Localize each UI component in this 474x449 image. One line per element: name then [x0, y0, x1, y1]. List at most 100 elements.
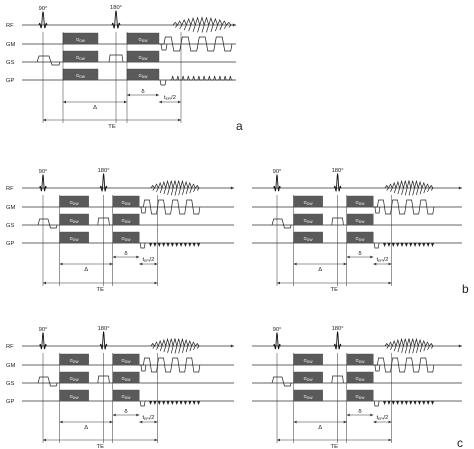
delta-arrow-head-left [63, 100, 66, 104]
phase-blip [413, 243, 417, 247]
te-arrow-head-left [43, 281, 46, 285]
pulse-180-label: 180° [98, 168, 110, 174]
tepi-arrow-head-left [373, 262, 377, 266]
delta-label: Δ [318, 425, 322, 431]
te-arrow-head-right [388, 281, 392, 285]
gp-prephaser [373, 400, 380, 407]
small-delta-arrow-head-right [370, 255, 374, 259]
phase-blip [426, 243, 430, 247]
rf-pulse-180 [333, 330, 342, 350]
pulse-90-label: 90° [39, 169, 48, 175]
gm-readout [373, 199, 435, 215]
phase-blip [148, 401, 153, 405]
sequence: RFGMGSGP90°180°GDWGDWGDWGDWGDWGDWΔδtEPI/… [6, 168, 234, 293]
gs-diffusion-block-label: GDW [304, 376, 314, 382]
rf-pulse-180 [333, 172, 342, 192]
gm-prephaser [140, 364, 147, 372]
small-delta-label: δ [124, 251, 127, 257]
phase-blip [387, 243, 391, 247]
rf-pulse-90 [273, 332, 281, 350]
phase-blip [162, 401, 166, 405]
gs-slice-select-90 [37, 218, 58, 229]
phase-blip [409, 401, 413, 405]
gs-slice-select-90 [36, 55, 61, 66]
rf-pulse-90 [39, 332, 47, 350]
rf-pulse-180 [99, 330, 108, 350]
tepi-arrow-head-right [178, 100, 181, 104]
rf-echo-train [150, 337, 200, 354]
small-delta-arrow-head-right [136, 413, 140, 417]
rf-pulse-180 [111, 10, 121, 29]
phase-blip [430, 243, 435, 247]
gp-prephaser [139, 242, 146, 249]
gm-diffusion-block-label: GDW [70, 200, 80, 206]
gp-diffusion-block-label: GDW [304, 394, 314, 400]
delta-label: Δ [84, 425, 88, 431]
small-delta-arrow-head-right [156, 93, 159, 97]
phase-blip [175, 401, 179, 405]
tepi-arrow-head-left [159, 100, 162, 104]
gp-diffusion-block-label: GDW [356, 394, 366, 400]
delta-label: Δ [84, 267, 88, 273]
phase-blip [417, 401, 422, 405]
gm-diffusion-block-label: GDW [139, 37, 149, 43]
small-delta-arrow-head-left [112, 413, 116, 417]
gs-diffusion-block-label: GDW [356, 376, 366, 382]
gp-diffusion-block-label: GDW [76, 73, 86, 79]
gm-prephaser [374, 364, 381, 372]
panel-a-letter: a [236, 119, 243, 133]
small-delta-arrow-head-right [370, 413, 374, 417]
phase-blip [396, 243, 400, 247]
delta-arrow-head-right [109, 262, 113, 266]
phase-blip [188, 401, 192, 405]
gs-slice-select-90 [271, 376, 292, 387]
pulse-180-label: 180° [98, 326, 110, 332]
phase-blip [175, 243, 179, 247]
te-label: TE [97, 287, 105, 293]
tepi-arrow-head-left [139, 420, 143, 424]
rf-echo-train [384, 337, 434, 354]
phase-blip [183, 401, 188, 405]
phase-blip [404, 243, 408, 247]
small-delta-arrow-head-left [346, 255, 350, 259]
te-arrow-head-right [154, 281, 158, 285]
phase-blip [196, 243, 201, 247]
rf-pulse-90 [273, 174, 281, 192]
panel-b-letter: b [462, 282, 469, 296]
gm-diffusion-block-label: GDW [70, 358, 80, 364]
rf-axis-arrow [458, 344, 462, 348]
phase-blip [409, 243, 413, 247]
gp-diffusion-block-label: GDW [70, 394, 80, 400]
phase-blip [404, 401, 408, 405]
te-label: TE [331, 287, 339, 293]
small-delta-arrow-head-left [127, 93, 130, 97]
row-label-rf: RF [6, 23, 14, 29]
delta-arrow-head-left [59, 262, 63, 266]
phase-blip [426, 401, 430, 405]
delta-arrow-head-left [293, 262, 297, 266]
gm-prephaser [374, 206, 381, 214]
delta-label: Δ [318, 267, 322, 273]
rf-echo-train [384, 179, 434, 196]
gm-diffusion-block-label: GDW [304, 200, 314, 206]
gp-diffusion-block-label: GDW [70, 236, 80, 242]
phase-blip [157, 243, 161, 247]
row-label-gs: GS [6, 223, 15, 229]
gm-diffusion-block-label: GDW [356, 358, 366, 364]
gm-diffusion-block-label: GDW [304, 358, 314, 364]
phase-blip [422, 243, 426, 247]
gm-readout [159, 36, 233, 52]
phase-blip [148, 243, 153, 247]
phase-blip [422, 401, 426, 405]
phase-blip [400, 401, 404, 405]
gp-diffusion-block-label: GDW [139, 73, 149, 79]
phase-blip [391, 243, 395, 247]
small-delta-arrow-head-left [346, 413, 350, 417]
panel-c-letter: c [457, 436, 463, 449]
row-label-gp: GP [6, 399, 15, 405]
row-label-gs: GS [6, 60, 15, 66]
small-delta-label: δ [124, 409, 127, 415]
gm-readout [139, 357, 201, 373]
